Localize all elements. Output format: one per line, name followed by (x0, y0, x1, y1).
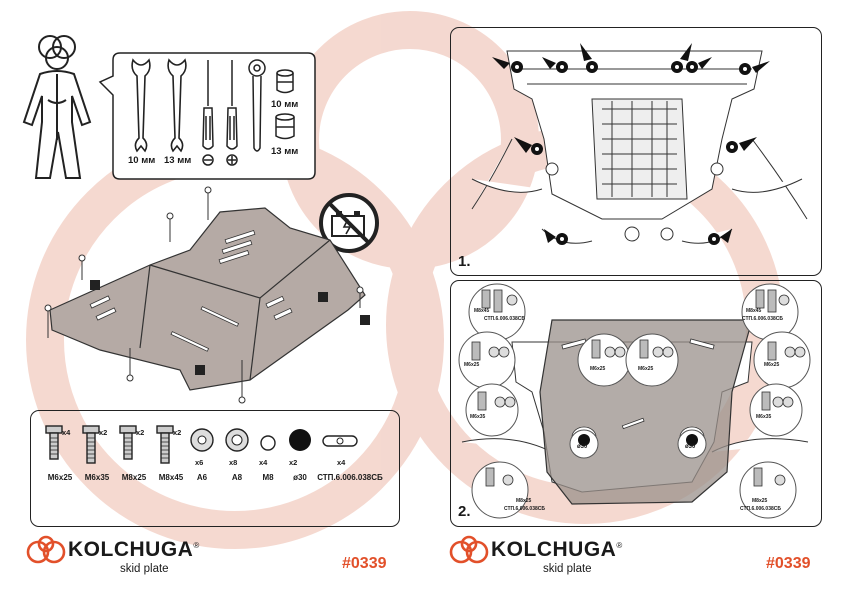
socket-10-icon (276, 69, 294, 94)
hardware-panel (30, 410, 400, 527)
hw-label-d30: ø30 (293, 473, 307, 482)
callout-c2-bolt: M6x25 (638, 366, 654, 372)
phillips-screwdriver-icon (226, 60, 238, 166)
callout-tl-bolt: M8x45 (474, 308, 490, 314)
hw-label-bracket: СТП.6.006.038СБ (317, 473, 383, 482)
article-code-left: #0339 (342, 555, 387, 572)
step2-panel (450, 280, 822, 527)
callout-br-code: СТП.6.006.038СБ (740, 506, 781, 512)
brand-sub-right: skid plate (543, 563, 592, 575)
hw-count-a8: x8 (229, 458, 238, 467)
hw-label-m8: M8 (262, 473, 274, 482)
hw-label-m6x35: M6x35 (84, 473, 110, 482)
mechanic-figure-icon (22, 35, 92, 179)
hardware-icons (45, 425, 358, 464)
callout-bl-bolt: M8x25 (516, 498, 532, 504)
ratchet-icon (248, 59, 266, 152)
callout-mr-bolt: M6x25 (764, 362, 780, 368)
wrench-13-icon (167, 58, 187, 153)
brand-name-left: KOLCHUGA® (68, 538, 200, 561)
callout-hole-right: ø30 (685, 444, 696, 450)
hw-count-m8: x4 (259, 458, 268, 467)
socket-13-icon (275, 113, 295, 140)
callout-tr-code: СТП.6.006.038СБ (742, 316, 783, 322)
callout-bl-code: СТП.6.006.038СБ (504, 506, 545, 512)
flat-screwdriver-icon (202, 60, 214, 166)
hw-count-d30: x2 (289, 458, 298, 467)
brand-name-right: KOLCHUGA® (491, 538, 623, 561)
callout-br-bolt: M8x25 (752, 498, 768, 504)
callout-l2-bolt: M6x35 (470, 414, 486, 420)
no-battery-icon (319, 193, 379, 253)
callout-ml-bolt: M6x25 (464, 362, 480, 368)
step2-installed-drawing (458, 283, 811, 519)
wrench-10-label: 10 мм (128, 155, 156, 166)
hw-label-a8: A8 (231, 473, 243, 482)
skid-plate-drawing (44, 186, 370, 404)
callout-tl-code: СТП.6.006.038СБ (484, 316, 525, 322)
wrench-10-icon (131, 58, 151, 153)
article-code-right: #0339 (766, 555, 811, 572)
socket-13-label: 13 мм (271, 146, 299, 157)
hw-count-m8x45: x2 (173, 428, 182, 437)
hw-label-m6x25: M6x25 (47, 473, 73, 482)
hw-count-m8x25: x2 (136, 428, 145, 437)
step1-panel (450, 27, 822, 276)
callout-c1-bolt: M6x25 (590, 366, 606, 372)
brand-sub-left: skid plate (120, 563, 169, 575)
hw-count-a6: x6 (195, 458, 204, 467)
hw-label-m8x25: M8x25 (121, 473, 147, 482)
hw-count-m6x25: x4 (62, 428, 71, 437)
step2-number: 2. (458, 503, 471, 520)
step1-underbody-drawing (471, 43, 808, 245)
callout-tr-bolt: M8x45 (746, 308, 762, 314)
kolchuga-logo-icon-right (449, 535, 489, 564)
hw-count-bracket: x4 (337, 458, 346, 467)
hw-label-a6: A6 (196, 473, 208, 482)
callout-hole-left: ø30 (577, 444, 588, 450)
hw-count-m6x35: x2 (99, 428, 108, 437)
step1-number: 1. (458, 253, 471, 270)
kolchuga-logo-icon (26, 535, 66, 564)
callout-r2-bolt: M6x35 (756, 414, 772, 420)
hw-label-m8x45: M8x45 (158, 473, 184, 482)
socket-10-label: 10 мм (271, 99, 299, 110)
wrench-13-label: 13 мм (164, 155, 192, 166)
